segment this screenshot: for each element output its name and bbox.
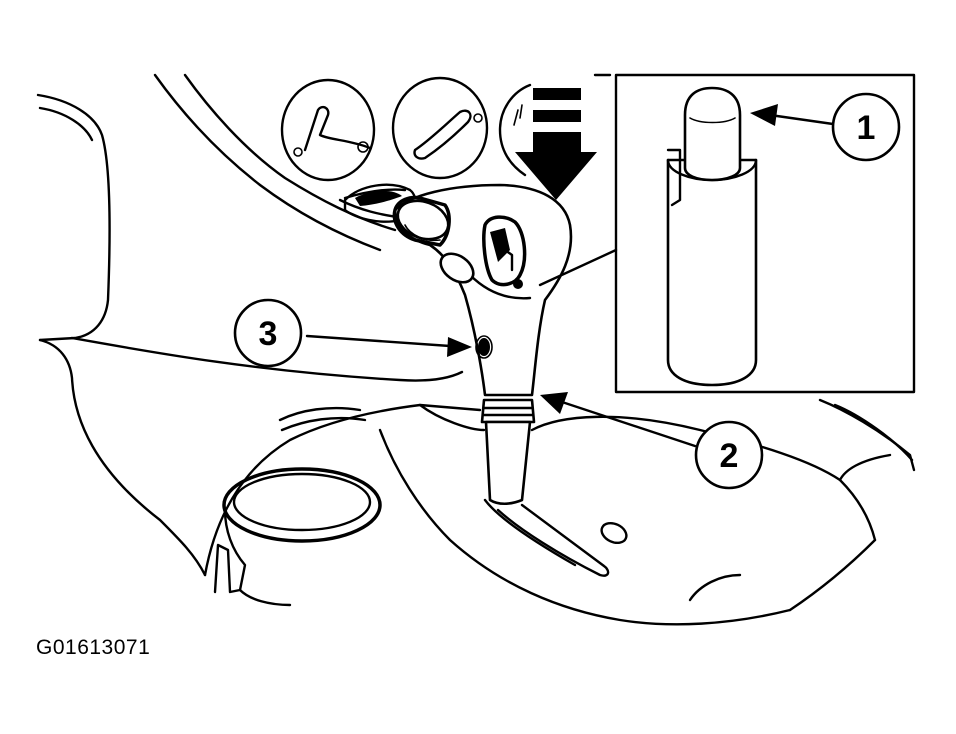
shift-knob [392, 183, 573, 506]
right-knob-partial [498, 83, 532, 177]
callout-3-label: 3 [259, 315, 278, 353]
figure-code: G01613071 [36, 636, 151, 659]
callout-2-circle [694, 420, 764, 490]
leader-lines [305, 104, 835, 448]
center-knob [391, 76, 489, 180]
push-down-arrow [515, 88, 597, 200]
callout-2: 2 [694, 420, 764, 490]
callout-3-circle [233, 298, 303, 368]
callout-1-circle [831, 92, 901, 162]
left-knob [280, 78, 376, 182]
callout-2-label: 2 [720, 437, 739, 475]
callout-1: 1 [831, 92, 901, 162]
callout-1-label: 1 [857, 109, 876, 147]
center-console [203, 398, 916, 626]
detail-inset [538, 73, 916, 394]
callout-3: 3 [233, 298, 303, 368]
cup-holder [213, 406, 382, 607]
left-seat-outline [36, 93, 464, 577]
